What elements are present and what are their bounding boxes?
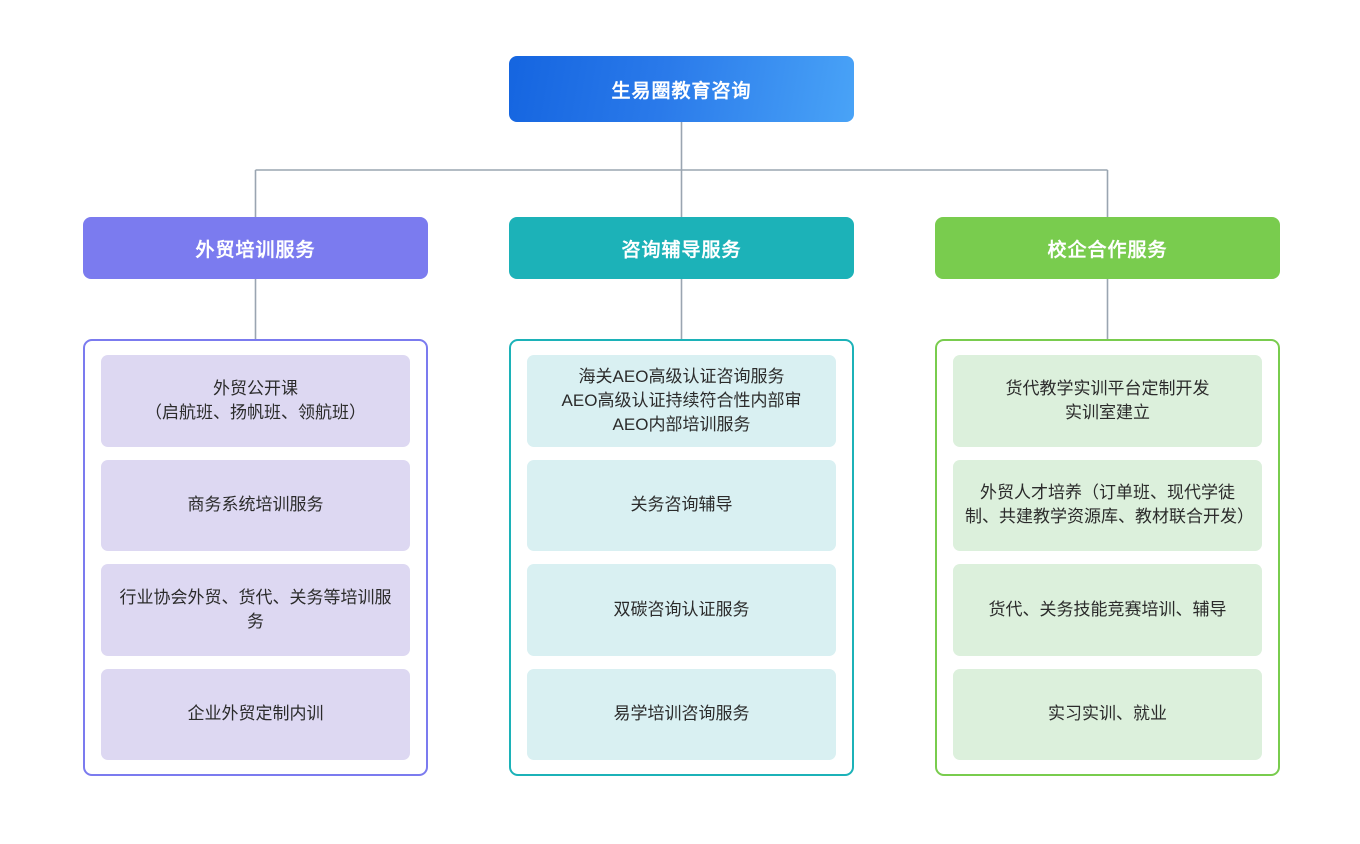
item-card[interactable]: 易学培训咨询服务 bbox=[527, 668, 836, 760]
group-box-1: 海关AEO高级认证咨询服务 AEO高级认证持续符合性内部审 AEO内部培训服务 … bbox=[509, 339, 854, 776]
item-card[interactable]: 货代教学实训平台定制开发 实训室建立 bbox=[953, 355, 1262, 447]
item-card[interactable]: 双碳咨询认证服务 bbox=[527, 564, 836, 656]
group-box-0: 外贸公开课 （启航班、扬帆班、领航班） 商务系统培训服务 行业协会外贸、货代、关… bbox=[83, 339, 428, 776]
root-node[interactable]: 生易圈教育咨询 bbox=[509, 56, 854, 122]
group-box-2: 货代教学实训平台定制开发 实训室建立 外贸人才培养（订单班、现代学徒制、共建教学… bbox=[935, 339, 1280, 776]
item-card[interactable]: 商务系统培训服务 bbox=[101, 459, 410, 551]
item-card[interactable]: 海关AEO高级认证咨询服务 AEO高级认证持续符合性内部审 AEO内部培训服务 bbox=[527, 355, 836, 447]
category-header-0[interactable]: 外贸培训服务 bbox=[83, 217, 428, 279]
item-card[interactable]: 行业协会外贸、货代、关务等培训服务 bbox=[101, 564, 410, 656]
category-header-2[interactable]: 校企合作服务 bbox=[935, 217, 1280, 279]
root-node-label: 生易圈教育咨询 bbox=[611, 80, 752, 102]
category-header-1[interactable]: 咨询辅导服务 bbox=[509, 217, 854, 279]
item-card[interactable]: 实习实训、就业 bbox=[953, 668, 1262, 760]
category-header-2-label: 校企合作服务 bbox=[1047, 239, 1168, 261]
item-card[interactable]: 外贸公开课 （启航班、扬帆班、领航班） bbox=[101, 355, 410, 447]
item-card[interactable]: 企业外贸定制内训 bbox=[101, 668, 410, 760]
item-card[interactable]: 外贸人才培养（订单班、现代学徒制、共建教学资源库、教材联合开发） bbox=[953, 459, 1262, 551]
category-header-1-label: 咨询辅导服务 bbox=[621, 239, 742, 261]
item-card[interactable]: 关务咨询辅导 bbox=[527, 459, 836, 551]
item-card[interactable]: 货代、关务技能竞赛培训、辅导 bbox=[953, 564, 1262, 656]
category-header-0-label: 外贸培训服务 bbox=[195, 239, 316, 261]
